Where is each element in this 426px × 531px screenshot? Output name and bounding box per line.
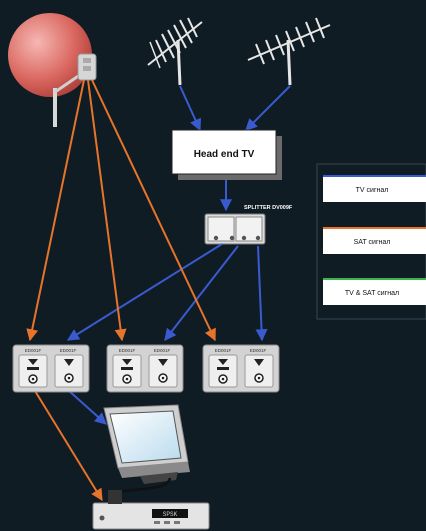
legend-item-tv: TV сигнал [323,175,426,202]
outlet-right-label: ED001F [154,348,171,353]
sat-symbol-icon [218,359,228,365]
legend-label: TV & SAT сигнал [345,290,399,297]
sat-symbol-icon [122,359,132,365]
tv-antenna-icon [147,17,203,86]
tv-signal-line [179,85,291,212]
outlet-left-label: ED001F [119,348,136,353]
tv-symbol-icon [254,359,264,366]
outlet-left-label: ED001F [215,348,232,353]
tv-set-icon [103,404,190,494]
head-end-box: Head end TV [171,129,282,180]
head-end-label: Head end TV [194,149,255,160]
wall-outlet: ED001F ED001F [106,344,184,393]
legend-item-sat: SAT сигнал [323,227,426,254]
splitter-device: SPLITTER DV009F [204,205,293,245]
outlet-right-label: ED001F [250,348,267,353]
tv-symbol-icon [158,359,168,366]
receiver-display: SPSK [163,511,178,518]
legend-label: TV сигнал [356,187,389,194]
outlet-right-label: ED001F [60,348,77,353]
satellite-receiver-icon: SPSK [92,490,210,530]
splitter-label: SPLITTER DV009F [244,205,293,211]
sat-signal-line [26,79,216,502]
sat-symbol-icon [28,359,38,365]
outlet-left-label: ED001F [25,348,42,353]
legend: TV сигнал SAT сигнал TV & SAT сигнал [316,163,426,320]
legend-label: SAT сигнал [354,239,391,246]
tv-signal-line [66,243,268,425]
wall-outlet: ED001F ED001F [12,344,90,393]
tv-antenna-icon [247,17,331,86]
tv-symbol-icon [64,359,74,366]
wall-outlet: ED001F ED001F [202,344,280,393]
legend-item-tv-sat: TV & SAT сигнал [323,278,426,305]
satellite-dish-icon [8,13,97,127]
